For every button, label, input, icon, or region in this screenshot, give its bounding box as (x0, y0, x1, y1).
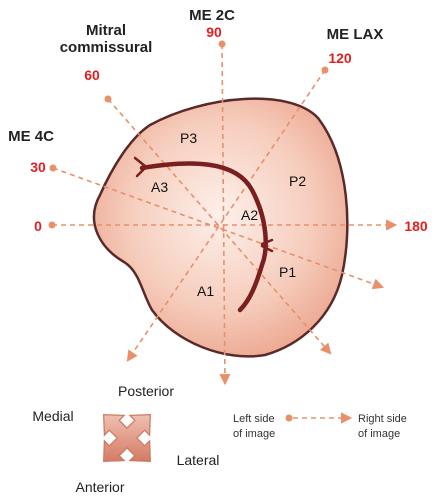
scallop-p3: P3 (180, 130, 197, 146)
orient-medial: Medial (32, 408, 73, 424)
orient-posterior: Posterior (118, 383, 174, 399)
plane-90 (219, 43, 231, 386)
scallop-a1: A1 (197, 283, 214, 299)
mitral-valve-annulus (92, 97, 349, 358)
view-mitral-commissural-line2: commissural (60, 39, 153, 56)
scallop-p1: P1 (279, 264, 296, 280)
commissure-left-fork (133, 156, 147, 178)
scallop-a3: A3 (151, 179, 168, 195)
legend-left-line1: Left side (233, 413, 275, 425)
legend-right-line2: of image (358, 428, 400, 440)
legend-left-line2: of image (233, 428, 275, 440)
angle-60: 60 (84, 67, 100, 83)
plane-60 (107, 98, 332, 355)
view-mitral-commissural-line1: Mitral (86, 22, 126, 39)
plane-120 (126, 69, 326, 362)
view-me-2c: ME 2C (189, 7, 235, 24)
angle-90: 90 (206, 24, 222, 40)
plane-origin-dots (48, 40, 329, 229)
scallop-p2: P2 (289, 173, 306, 189)
legend-origin-dot (285, 414, 293, 422)
angle-180: 180 (404, 218, 428, 234)
angle-120: 120 (328, 50, 352, 66)
legend: Left side of image Right side of image (233, 412, 407, 440)
angle-0: 0 (34, 218, 42, 234)
view-me-lax: ME LAX (327, 26, 384, 43)
orient-anterior: Anterior (75, 479, 124, 495)
commissure-right-fork (260, 238, 274, 253)
orientation-compass-icon (103, 414, 151, 462)
orient-lateral: Lateral (177, 452, 220, 468)
imaging-planes (52, 43, 398, 386)
scallop-a2: A2 (241, 207, 258, 223)
legend-right-line1: Right side (358, 413, 407, 425)
angle-30: 30 (30, 159, 46, 175)
view-me-4c: ME 4C (8, 128, 54, 145)
coaptation-line (139, 161, 268, 313)
